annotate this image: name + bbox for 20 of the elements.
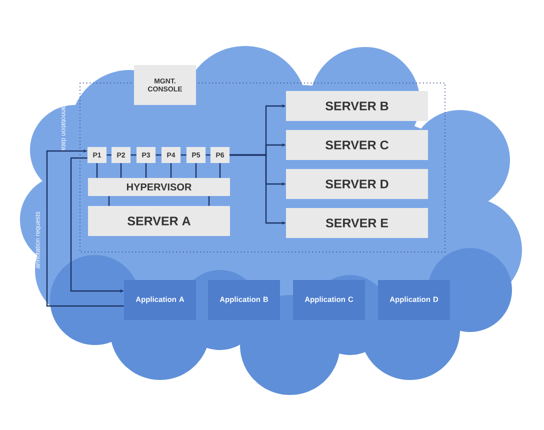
server-box: SERVER E — [286, 208, 428, 238]
connector — [145, 163, 147, 178]
connector — [219, 163, 221, 178]
connector — [208, 196, 210, 206]
connector — [156, 154, 162, 156]
server-box: SERVER D — [286, 169, 428, 199]
connector — [96, 163, 98, 178]
server-box: SERVER B — [286, 91, 428, 121]
hypervisor-box: HYPERVISOR — [88, 178, 230, 196]
connector — [206, 154, 210, 156]
connector — [180, 154, 186, 156]
server-box: SERVER A — [88, 206, 230, 236]
connector — [170, 163, 172, 178]
connector — [195, 163, 197, 178]
connector — [130, 154, 136, 156]
server-box: SERVER C — [286, 130, 428, 160]
connector — [120, 163, 122, 178]
connector — [46, 149, 124, 307]
connector — [108, 196, 110, 206]
connector — [106, 154, 112, 156]
